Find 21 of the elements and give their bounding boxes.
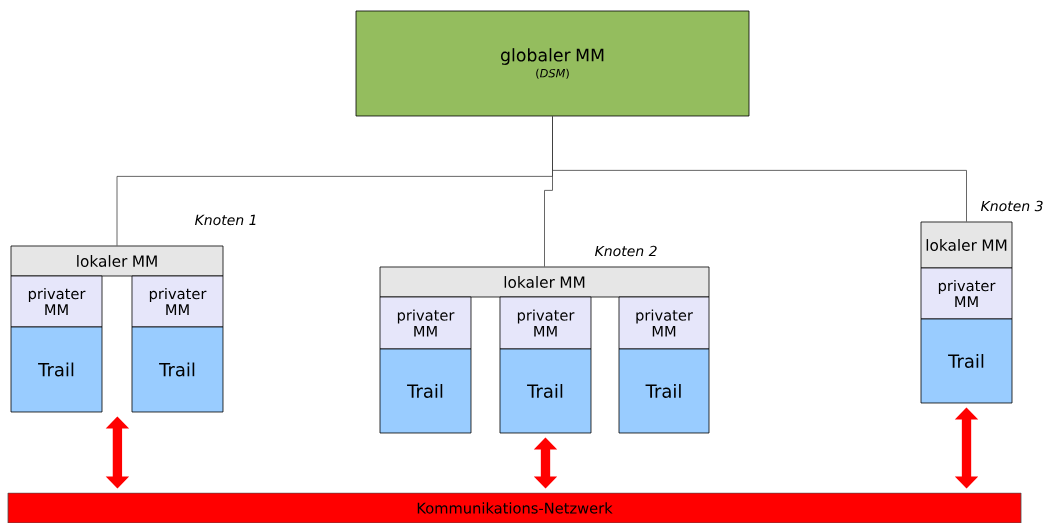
- trail-box: Trail: [379, 348, 472, 434]
- trail-box: Trail: [499, 348, 592, 434]
- node-caption: Knoten 3: [981, 200, 1043, 212]
- memory-box: lokaler MM: [379, 266, 710, 298]
- memory-box: globaler MM (DSM): [355, 10, 750, 117]
- trail-box: Trail: [618, 348, 710, 434]
- memory-box: lokaler MM: [10, 245, 224, 277]
- trail-box: Trail: [920, 318, 1013, 404]
- memory-box: privater MM: [920, 267, 1013, 320]
- trail-box: Trail: [10, 326, 103, 413]
- node-caption: Knoten 2: [595, 245, 657, 257]
- memory-box: privater MM: [618, 296, 710, 350]
- trail-box: Trail: [131, 326, 224, 413]
- memory-box: privater MM: [10, 275, 103, 328]
- memory-box: privater MM: [499, 296, 592, 350]
- memory-box: lokaler MM: [920, 221, 1013, 269]
- connector-line: [552, 116, 967, 222]
- memory-box: privater MM: [379, 296, 472, 350]
- memory-box: privater MM: [131, 275, 224, 328]
- node-caption: Knoten 1: [195, 214, 256, 226]
- network-bar: Kommunikations-Netzwerk: [7, 492, 1022, 523]
